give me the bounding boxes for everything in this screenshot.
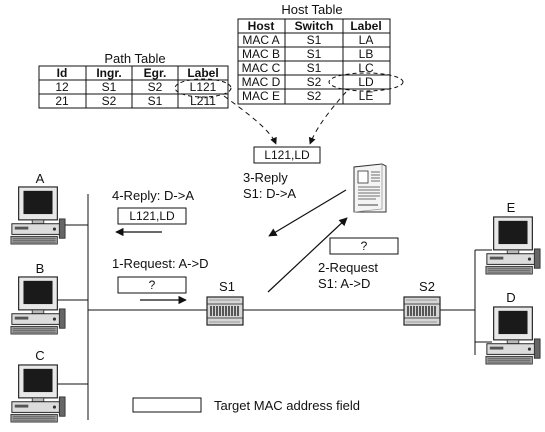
host-cell: S2 — [307, 75, 322, 89]
reply4-title: 4-Reply: D->A — [112, 188, 194, 203]
path-table-title: Path Table — [104, 51, 165, 66]
host-cell: MAC B — [242, 47, 280, 61]
host-e-label: E — [507, 200, 516, 215]
legend-text: Target MAC address field — [214, 398, 360, 413]
host-a-label: A — [36, 171, 45, 186]
switch-s1-icon — [207, 297, 243, 325]
label-field-text: L121,LD — [264, 148, 310, 162]
path-cell: S1 — [148, 94, 163, 108]
path-header-id: Id — [57, 66, 68, 80]
host-c-label: C — [35, 348, 44, 363]
request1-target-field-text: ? — [149, 278, 156, 292]
path-cell: S1 — [102, 80, 117, 94]
controller-server-icon — [354, 164, 386, 212]
host-cell: MAC A — [242, 33, 279, 47]
request2-target-field-text: ? — [361, 239, 368, 253]
host-table: Host Table Host Switch Label MAC A S1 LA… — [238, 2, 403, 104]
reply4-target-field-text: L121,LD — [129, 209, 175, 223]
path-cell: 12 — [55, 80, 69, 94]
host-b-computer-icon — [11, 277, 65, 334]
path-header-ingress: Ingr. — [96, 66, 121, 80]
host-b-label: B — [36, 261, 45, 276]
switch-s2-icon — [404, 297, 440, 325]
path-header-label: Label — [187, 66, 218, 80]
host-d-computer-icon — [486, 307, 540, 364]
host-a-computer-icon — [11, 187, 65, 244]
host-cell: S1 — [307, 47, 322, 61]
host-cell: LD — [358, 75, 374, 89]
legend-field-swatch — [133, 398, 201, 412]
path-cell: S2 — [148, 80, 163, 94]
request2-detail: S1: A->D — [318, 276, 370, 291]
host-header-switch: Switch — [295, 19, 334, 33]
host-cell: LB — [359, 47, 374, 61]
host-cell: S2 — [307, 89, 322, 103]
reply3-detail: S1: D->A — [243, 186, 296, 201]
host-cell: S1 — [307, 61, 322, 75]
host-cell: MAC D — [242, 75, 281, 89]
path-header-egress: Egr. — [144, 66, 167, 80]
host-header-label: Label — [350, 19, 381, 33]
request2-title: 2-Request — [318, 260, 378, 275]
request1-title: 1-Request: A->D — [112, 256, 208, 271]
path-cell: L121 — [190, 80, 217, 94]
path-cell: S2 — [102, 94, 117, 108]
path-cell: 21 — [55, 94, 69, 108]
host-header-host: Host — [248, 19, 275, 33]
host-cell: MAC C — [242, 61, 281, 75]
host-e-computer-icon — [486, 217, 540, 274]
reply3-title: 3-Reply — [243, 170, 288, 185]
switch-s1-label: S1 — [219, 279, 235, 294]
switch-s2-label: S2 — [419, 279, 435, 294]
host-d-label: D — [506, 290, 515, 305]
host-c-computer-icon — [11, 365, 65, 422]
host-cell: S1 — [307, 33, 322, 47]
host-cell: MAC E — [242, 89, 280, 103]
path-table: Path Table Id Ingr. Egr. Label 12 S1 S2 … — [39, 51, 231, 108]
host-table-title: Host Table — [281, 2, 342, 17]
host-cell: LA — [359, 33, 374, 47]
